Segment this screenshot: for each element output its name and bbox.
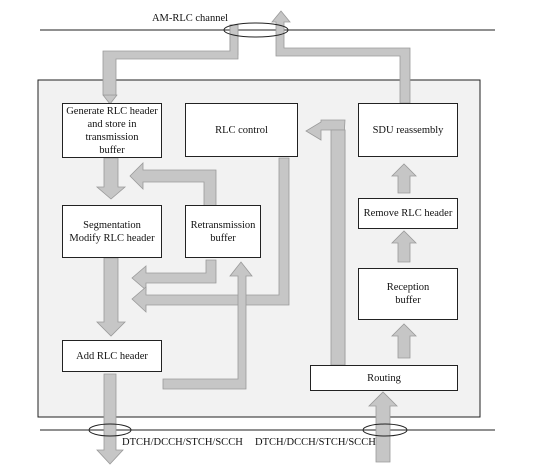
left-logical-channel-ellipse: [88, 423, 132, 437]
am-rlc-channel-label: AM-RLC channel: [151, 13, 229, 24]
generate-to-segmentation-arrow: [95, 157, 127, 200]
remove-to-sdu-arrow: [391, 163, 417, 194]
bottom-right-channel-label: DTCH/DCCH/STCH/SCCH: [255, 437, 376, 448]
uplink-exit-pipe: [271, 10, 411, 104]
routing-to-control-pipe: [330, 129, 346, 366]
retransmission-left-arrow: [131, 259, 217, 291]
control-feedback-arrow: [131, 157, 290, 313]
reception-to-remove-arrow: [391, 230, 417, 263]
bottom-left-channel-label: DTCH/DCCH/STCH/SCCH: [122, 437, 243, 448]
downlink-entry-pipe: [102, 24, 239, 96]
downlink-exit-arrow: [96, 373, 124, 465]
retransmission-return-arrow: [129, 162, 217, 207]
am-rlc-channel-ellipse: [223, 22, 289, 38]
remove-header-box: Remove RLC header: [358, 198, 458, 229]
rlc-control-box: RLC control: [185, 103, 298, 157]
add-header-box: Add RLC header: [62, 340, 162, 372]
right-logical-channel-ellipse: [362, 423, 408, 437]
routing-to-reception-arrow: [391, 323, 417, 359]
add-to-retransmission-arrow: [162, 261, 253, 390]
sdu-reassembly-box: SDU reassembly: [358, 103, 458, 157]
routing-box: Routing: [310, 365, 458, 391]
segmentation-to-add-arrow: [96, 257, 126, 337]
reception-buffer-box: Reception buffer: [358, 268, 458, 320]
uplink-entry-arrow: [368, 391, 398, 463]
segmentation-box: Segmentation Modify RLC header: [62, 205, 162, 258]
generate-header-box: Generate RLC header and store in transmi…: [62, 103, 162, 158]
retransmission-buffer-box: Retransmission buffer: [185, 205, 261, 258]
